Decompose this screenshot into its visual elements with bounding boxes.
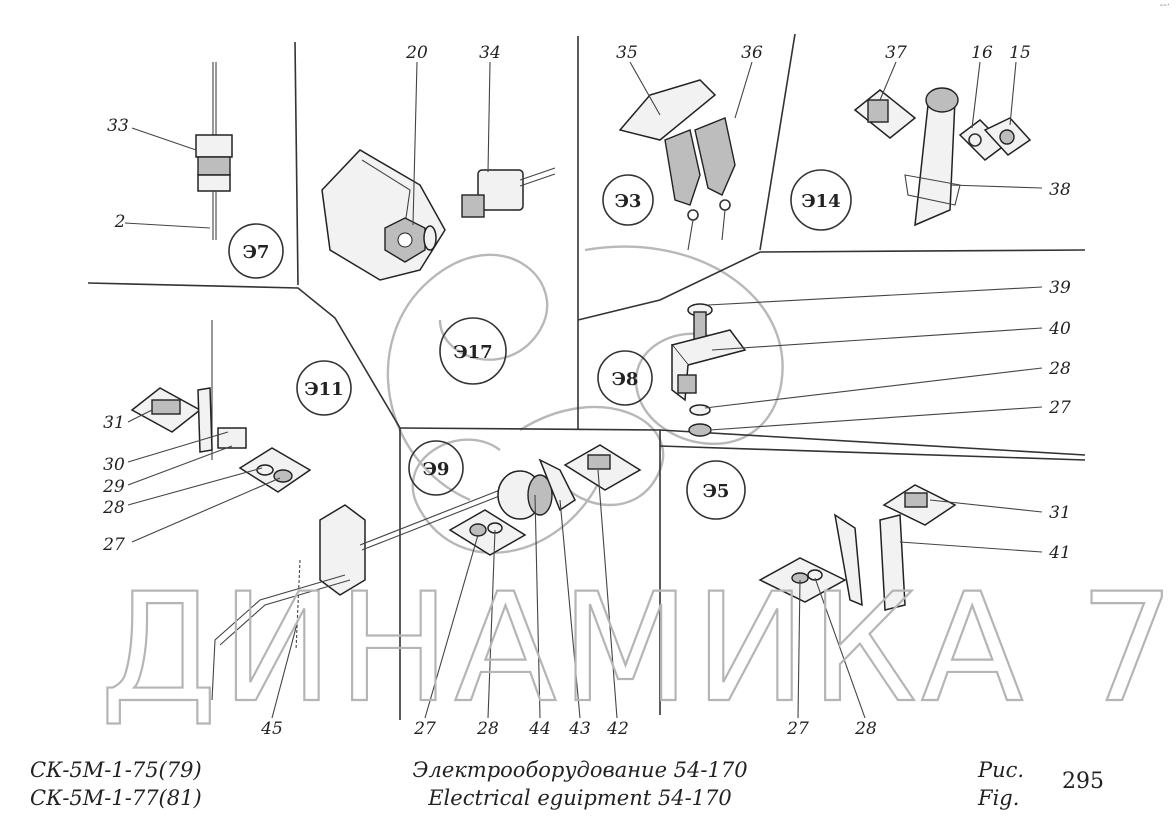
zone-e5: Э5 [703, 481, 730, 502]
label-43: 43 [568, 719, 591, 739]
mounting-hardware-left-icon [130, 320, 312, 493]
label-34: 34 [479, 43, 501, 63]
label-38: 38 [1049, 180, 1071, 200]
zone-e8: Э8 [612, 369, 639, 390]
label-36: 36 [741, 43, 763, 63]
model-line-2: СК-5М-1-77(81) [30, 786, 202, 810]
sensor-bracket-icon [321, 149, 446, 281]
label-28-e8: 28 [1048, 359, 1071, 379]
cable-assembly-icon [211, 444, 642, 701]
leader-lines [124, 61, 1043, 719]
plug-connectors-icon [618, 79, 736, 251]
pressure-sensor-icon [461, 167, 556, 218]
zone-e11: Э11 [304, 379, 343, 400]
bolt-bracket-icon [670, 303, 747, 437]
label-27-e8: 27 [1048, 398, 1071, 418]
zone-markers [228, 169, 852, 520]
figure-number: 295 [1062, 769, 1104, 794]
label-30: 30 [103, 455, 125, 475]
label-29: 29 [102, 477, 125, 497]
zone-e9: Э9 [423, 459, 450, 480]
title-russian: Электрооборудование 54-170 [412, 758, 748, 782]
label-27-e11: 27 [102, 535, 125, 555]
zone-e14: Э14 [801, 191, 840, 212]
label-35: 35 [616, 43, 638, 63]
label-2: 2 [114, 212, 126, 232]
zone-borders [87, 33, 1086, 720]
label-39: 39 [1049, 278, 1071, 298]
label-28-e11: 28 [102, 498, 125, 518]
label-28-e9: 28 [476, 719, 499, 739]
figure-caption: Рис. Fig. [978, 756, 1024, 812]
corner-mark: --· [1159, 0, 1170, 11]
label-16: 16 [971, 43, 993, 63]
fig-label-ru: Рис. [978, 758, 1025, 782]
label-28-e5: 28 [854, 719, 877, 739]
title-english: Electrical eguipment 54-170 [428, 786, 732, 810]
zone-e17: Э17 [453, 342, 492, 363]
label-40: 40 [1048, 319, 1071, 339]
label-27-e9: 27 [413, 719, 436, 739]
label-20: 20 [405, 43, 428, 63]
label-41: 41 [1048, 543, 1071, 563]
bracket-plates-icon [758, 484, 957, 611]
label-31-e11: 31 [103, 413, 125, 433]
fig-label-en: Fig. [978, 786, 1020, 810]
label-15: 15 [1009, 43, 1031, 63]
watermark-swirl-icon [386, 245, 784, 554]
model-line-1: СК-5М-1-75(79) [30, 758, 202, 782]
hose-clamp-icon [853, 87, 1032, 227]
zone-e7: Э7 [243, 242, 270, 263]
label-27-e5: 27 [786, 719, 809, 739]
label-33: 33 [107, 116, 129, 136]
label-42: 42 [606, 719, 629, 739]
model-numbers: СК-5М-1-75(79) СК-5М-1-77(81) [30, 756, 202, 812]
zone-e3: Э3 [615, 191, 642, 212]
watermark-text: ДИНАМИКА 76 [100, 562, 1176, 736]
wire-connector-icon [195, 62, 233, 240]
label-37: 37 [885, 43, 907, 63]
label-44: 44 [528, 719, 551, 739]
label-45: 45 [260, 719, 283, 739]
label-31-e5: 31 [1049, 503, 1071, 523]
diagram-title: Электрооборудование 54-170 Electrical eg… [330, 756, 830, 812]
